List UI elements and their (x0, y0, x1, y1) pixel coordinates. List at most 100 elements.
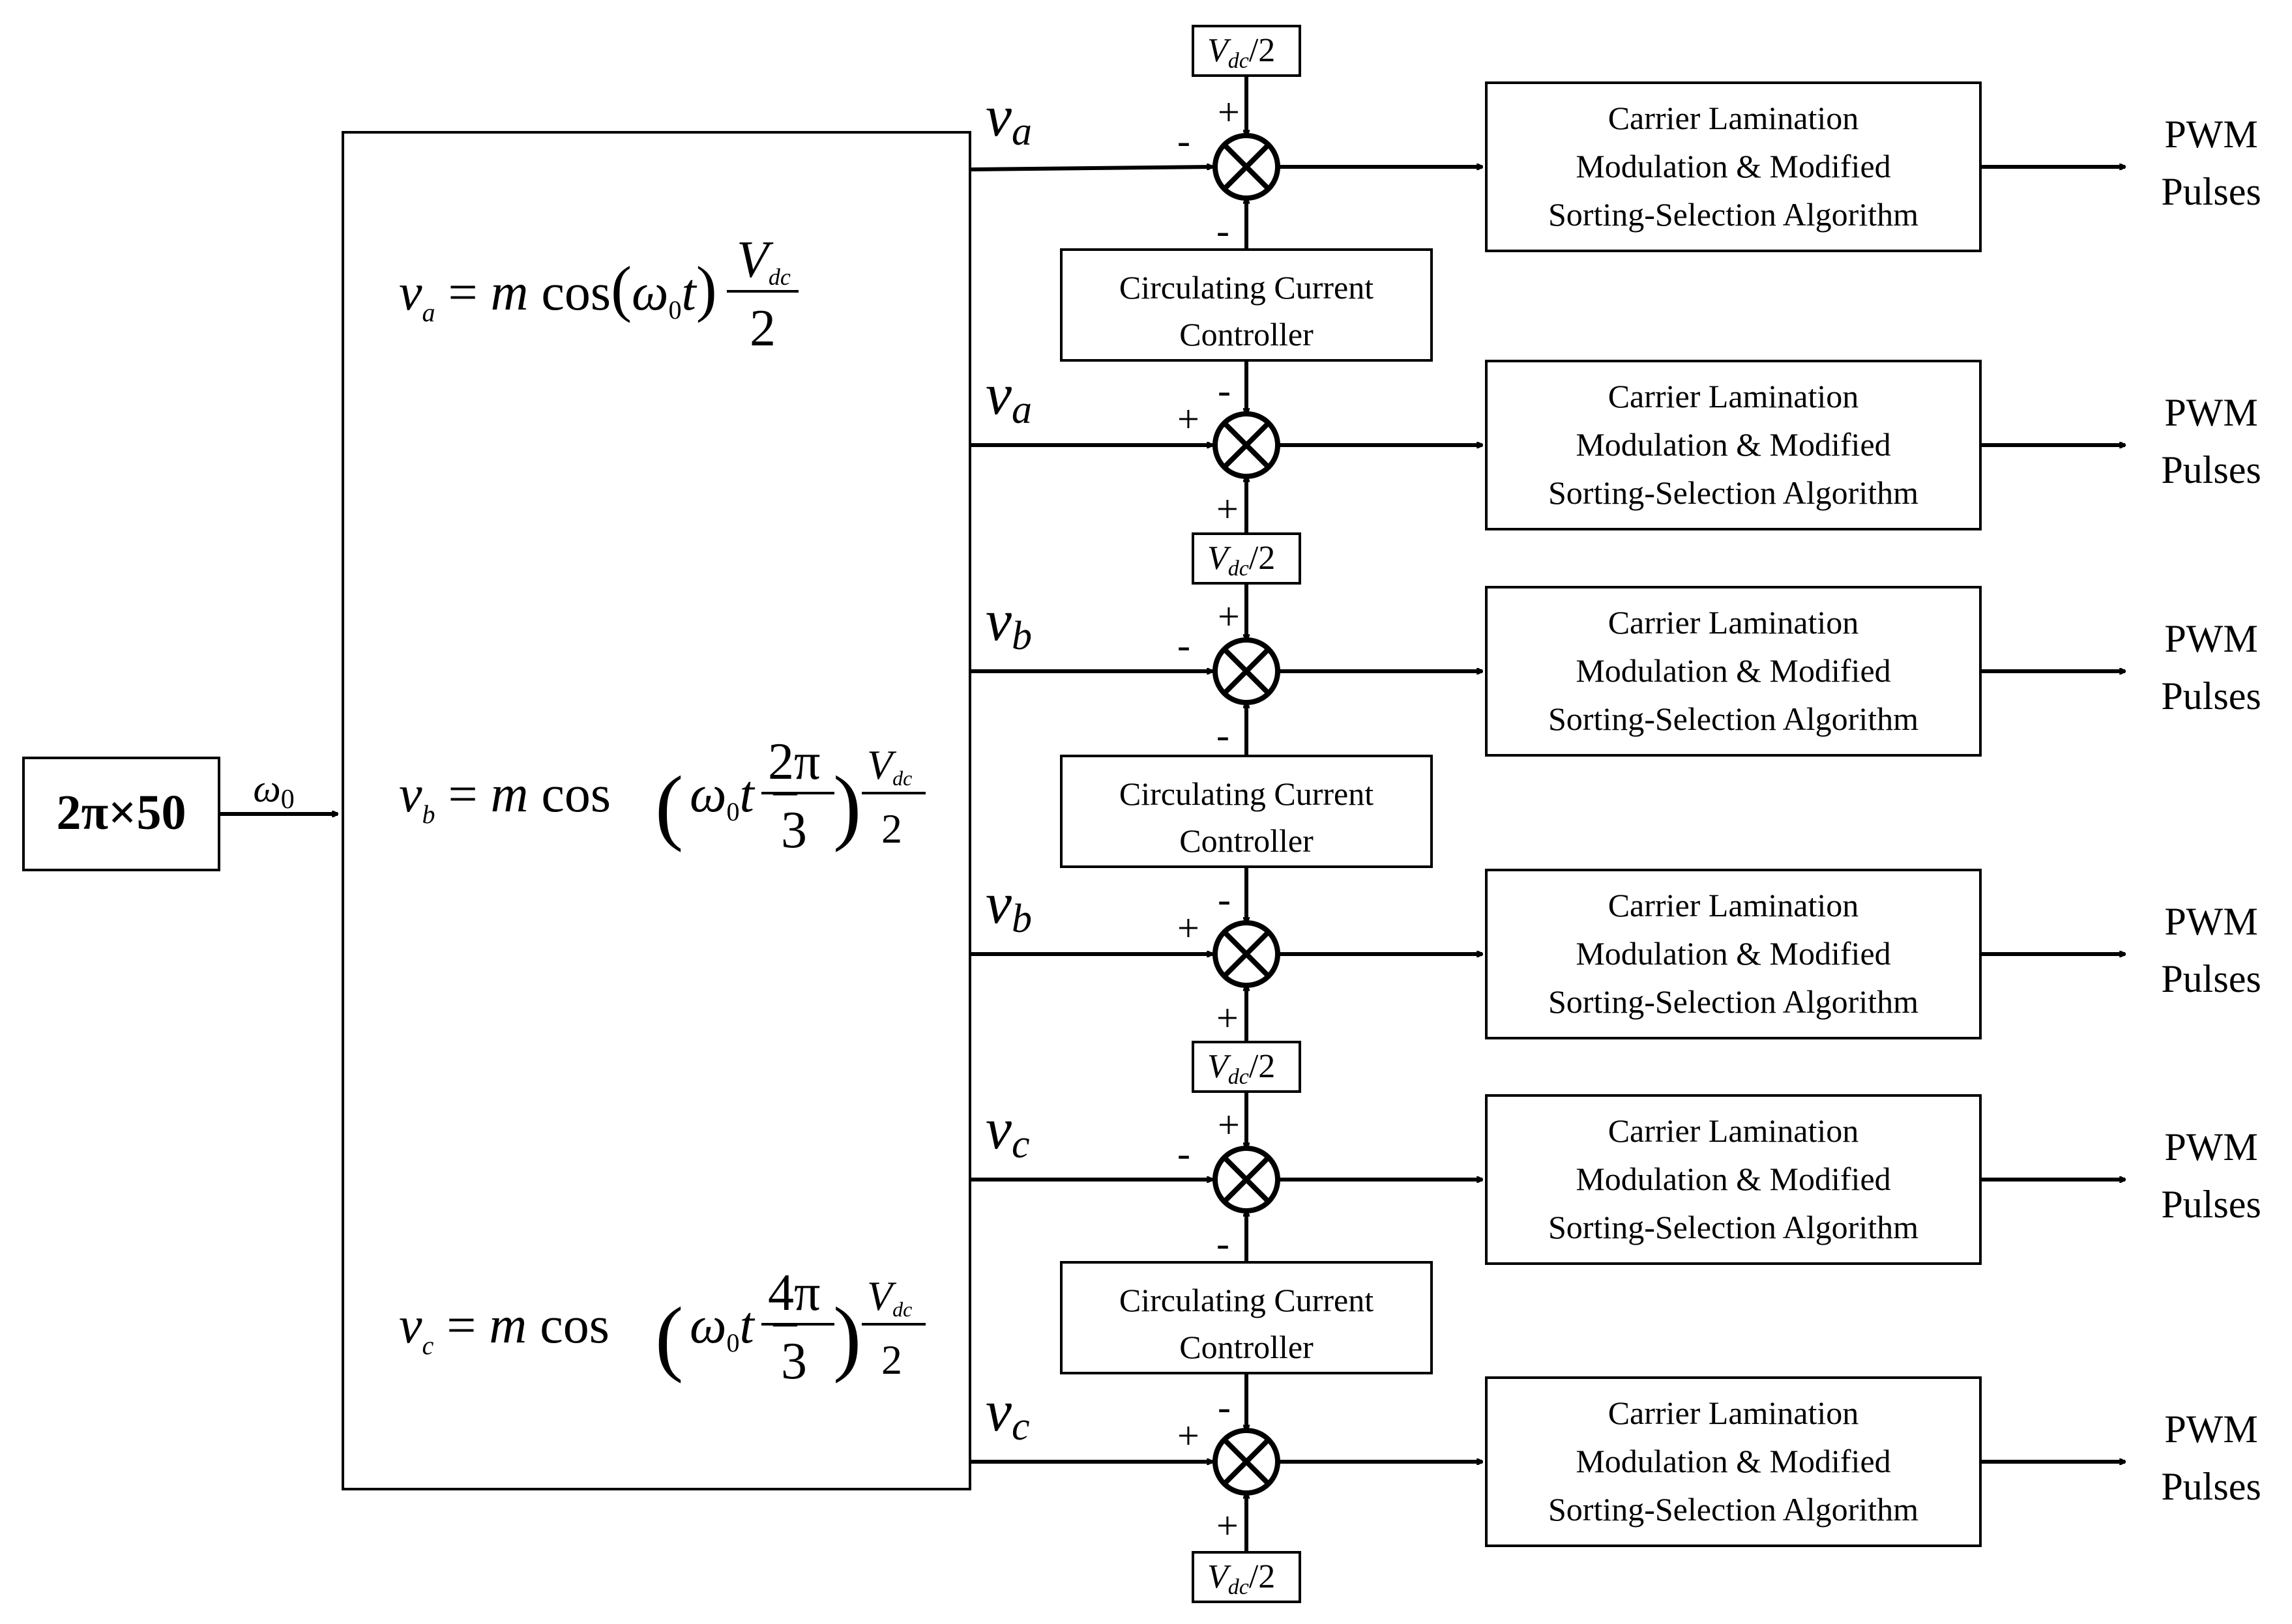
vdc-half-box (1192, 25, 1301, 77)
fraction-denominator: 2 (881, 805, 902, 852)
modulator-label-line: Carrier Lamination (1608, 100, 1859, 136)
paren-right: ) (833, 1290, 861, 1384)
ccc-box (1060, 1261, 1433, 1374)
omega-label: ω0 (253, 767, 294, 815)
junction-cross (1222, 421, 1271, 469)
pulses-label: Pulses (2161, 957, 2261, 1000)
modulator-label-line: Sorting-Selection Algorithm (1548, 983, 1918, 1020)
modulator-label-line: Carrier Lamination (1608, 1112, 1859, 1149)
modulator-label-line: Carrier Lamination (1608, 604, 1859, 641)
vdc-half-label: Vdc/2 (1207, 540, 1275, 581)
sign-bottom: + (1216, 1504, 1239, 1547)
modulator-label-line: Sorting-Selection Algorithm (1548, 1491, 1918, 1528)
modulator-label-line: Sorting-Selection Algorithm (1548, 474, 1918, 511)
frequency-source-label: 2π×50 (57, 785, 186, 840)
paren-left: ( (655, 759, 683, 853)
junction-cross (1222, 647, 1271, 695)
modulator-box (1485, 1094, 1982, 1265)
vdc-half-block: Vdc/2 (1192, 532, 1301, 585)
signal-label: va (986, 84, 1032, 154)
vdc-half-box (1192, 1551, 1301, 1603)
modulator-label-line: Carrier Lamination (1608, 1395, 1859, 1431)
pulses-label: Pulses (2161, 170, 2261, 213)
junction-cross (1222, 1155, 1271, 1204)
vdc-half-box (1192, 1041, 1301, 1093)
ccc-label-line: Circulating Current (1119, 776, 1374, 812)
signal-input-arrow (971, 167, 1212, 171)
arg-numerator: 2π (768, 733, 820, 790)
modulator-box (1485, 360, 1982, 530)
modulator-label-line: Carrier Lamination (1608, 887, 1859, 923)
sign-left: + (1177, 1414, 1199, 1457)
signal-label: vc (986, 1379, 1029, 1449)
modulator-label-line: Modulation & Modified (1576, 148, 1890, 184)
pwm-label: PWM (2164, 391, 2257, 434)
pulses-label: Pulses (2161, 674, 2261, 718)
vdc-half-label: Vdc/2 (1207, 1048, 1275, 1089)
pwm-label: PWM (2164, 1408, 2257, 1451)
vdc-half-block: Vdc/2 (1192, 1551, 1301, 1603)
sign-top: - (1218, 1385, 1231, 1428)
sign-left: - (1177, 119, 1190, 162)
modulator-label-line: Modulation & Modified (1576, 652, 1890, 689)
modulator-label-line: Sorting-Selection Algorithm (1548, 196, 1918, 233)
sign-bottom: + (1216, 487, 1239, 530)
pwm-label: PWM (2164, 900, 2257, 943)
vdc-half-label: Vdc/2 (1207, 32, 1275, 73)
paren-right: ) (833, 759, 861, 853)
junction-cross (1222, 1438, 1271, 1486)
modulator-label-line: Sorting-Selection Algorithm (1548, 701, 1918, 737)
fraction-numerator: Vdc (867, 1273, 912, 1321)
sign-left: - (1177, 1132, 1190, 1175)
sign-top: - (1218, 369, 1231, 412)
sign-bottom: - (1216, 1222, 1229, 1265)
fraction-denominator: 2 (881, 1337, 902, 1383)
reference-generator-block (342, 131, 971, 1490)
junction-cross (1222, 930, 1271, 978)
fraction-numerator: Vdc (867, 742, 912, 790)
ccc-label-line: Circulating Current (1119, 1282, 1374, 1318)
modulator-box (1485, 1376, 1982, 1547)
pulses-label: Pulses (2161, 1465, 2261, 1508)
ccc-box (1060, 755, 1433, 868)
signal-label: vb (986, 871, 1032, 941)
ccc-label-line: Controller (1179, 316, 1314, 353)
modulator-label-line: Modulation & Modified (1576, 935, 1890, 972)
modulator-label-line: Modulation & Modified (1576, 1443, 1890, 1479)
modulator-box (1485, 586, 1982, 757)
sign-top: + (1218, 91, 1240, 134)
arg-denominator: 3 (781, 802, 807, 859)
modulator-box (1485, 81, 1982, 252)
vdc-half-block: Vdc/2 (1192, 1041, 1301, 1093)
sign-top: + (1218, 1103, 1240, 1146)
arg-numerator: 4π (768, 1264, 820, 1322)
sign-bottom: + (1216, 996, 1239, 1039)
fraction-denominator: 2 (750, 300, 776, 357)
modulator-label-line: Modulation & Modified (1576, 426, 1890, 463)
sign-bottom: - (1216, 714, 1229, 757)
ccc-label-line: Controller (1179, 1329, 1314, 1365)
pulses-label: Pulses (2161, 448, 2261, 491)
pwm-label: PWM (2164, 617, 2257, 660)
equation-main: va = m cos(ω0t) (399, 254, 717, 327)
sign-top: + (1218, 595, 1240, 638)
arg-denominator: 3 (781, 1333, 807, 1390)
frequency-source-block (22, 757, 220, 871)
pwm-label: PWM (2164, 113, 2257, 156)
vdc-half-label: Vdc/2 (1207, 1558, 1275, 1599)
